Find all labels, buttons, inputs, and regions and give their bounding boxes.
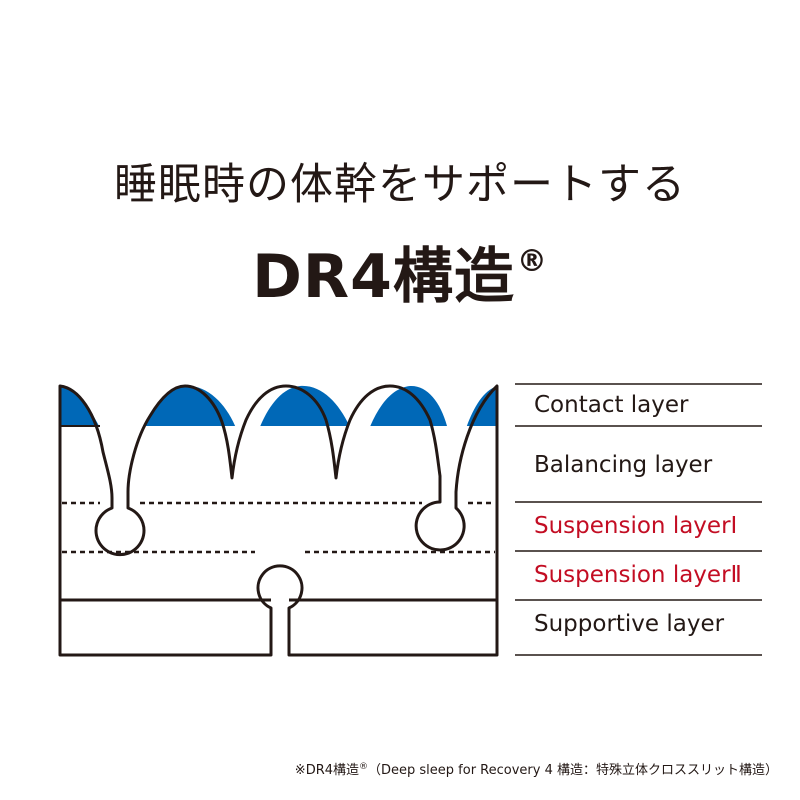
footnote: ※DR4構造®（Deep sleep for Recovery 4 構造：特殊立… bbox=[295, 759, 778, 778]
label-suspension-layer-2: Suspension layerⅡ bbox=[534, 562, 742, 588]
label-suspension-layer-1: Suspension layerⅠ bbox=[534, 513, 738, 539]
title-text: DR4構造 bbox=[252, 242, 515, 312]
footnote-text: （Deep sleep for Recovery 4 構造：特殊立体クロススリッ… bbox=[368, 763, 778, 778]
diagram-outline bbox=[58, 384, 499, 657]
footnote-mark: ® bbox=[359, 762, 369, 772]
label-contact-layer: Contact layer bbox=[534, 392, 689, 418]
label-supportive-layer: Supportive layer bbox=[534, 611, 725, 637]
contact-layer-fill bbox=[60, 385, 497, 426]
label-balancing-layer: Balancing layer bbox=[534, 452, 713, 478]
registered-mark: ® bbox=[516, 244, 548, 279]
page-title: DR4構造® bbox=[0, 228, 800, 315]
subtitle: 睡眠時の体幹をサポートする bbox=[114, 160, 686, 210]
footnote-prefix: ※DR4構造 bbox=[294, 763, 360, 778]
